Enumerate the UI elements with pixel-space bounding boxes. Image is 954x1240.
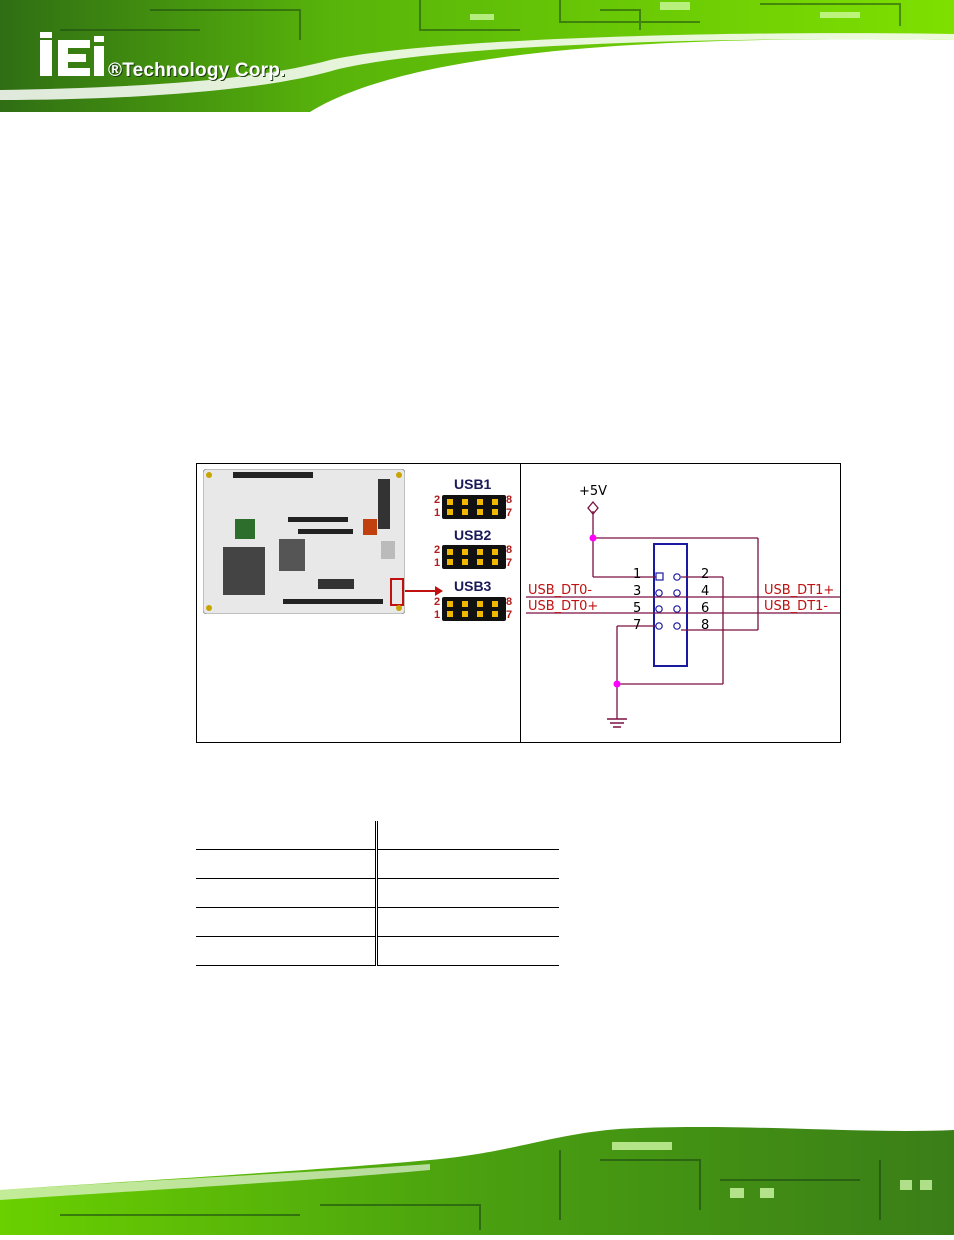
table-cell bbox=[376, 849, 444, 879]
motherboard-illustration bbox=[202, 468, 406, 615]
pin-label: 7 bbox=[506, 557, 513, 569]
signal-label: USB_DT0+ bbox=[528, 599, 598, 614]
table-row bbox=[196, 936, 559, 966]
pin-label: 7 bbox=[506, 609, 513, 621]
usb2-header-pins bbox=[442, 545, 506, 569]
table-cell bbox=[376, 878, 444, 908]
usb3-header-pins bbox=[442, 597, 506, 621]
pin-number: 4 bbox=[701, 584, 709, 599]
pin-number: 2 bbox=[701, 567, 709, 582]
circuit-board-header-graphic bbox=[0, 0, 954, 112]
table-cell bbox=[196, 849, 262, 879]
table-cell bbox=[262, 936, 378, 966]
pin-label: 8 bbox=[506, 596, 513, 608]
table-row bbox=[196, 907, 559, 937]
figure-divider bbox=[520, 464, 521, 742]
table-row bbox=[196, 849, 559, 879]
table-row bbox=[196, 878, 559, 908]
pin-label: 2 bbox=[434, 544, 441, 556]
pin-number: 1 bbox=[633, 567, 641, 582]
page-header-banner: ®Technology Corp. bbox=[0, 0, 954, 112]
signal-label: USB_DT1+ bbox=[764, 583, 834, 598]
location-arrow bbox=[405, 586, 443, 596]
signal-label: USB_DT1- bbox=[764, 599, 828, 614]
pin-label: 7 bbox=[506, 507, 513, 519]
usb1-label: USB1 bbox=[454, 476, 492, 492]
pinout-table bbox=[196, 821, 559, 966]
table-cell bbox=[376, 821, 444, 850]
table-cell bbox=[444, 878, 559, 908]
pin-number: 5 bbox=[633, 601, 641, 616]
table-cell bbox=[262, 907, 378, 937]
circuit-board-footer-graphic bbox=[0, 1127, 954, 1235]
pin-number: 7 bbox=[633, 618, 641, 633]
usb3-label: USB3 bbox=[454, 578, 492, 594]
pin-label: 2 bbox=[434, 596, 441, 608]
usb1-header-pins bbox=[442, 495, 506, 519]
table-cell bbox=[376, 936, 444, 966]
company-name: ®Technology Corp. bbox=[108, 60, 286, 81]
table-cell bbox=[444, 849, 559, 879]
table-cell bbox=[196, 878, 262, 908]
pin-number: 8 bbox=[701, 618, 709, 633]
page-footer-banner bbox=[0, 1120, 954, 1235]
table-cell bbox=[196, 821, 262, 850]
table-cell bbox=[444, 821, 559, 850]
table-cell bbox=[262, 878, 378, 908]
pin-label: 2 bbox=[434, 494, 441, 506]
table-cell bbox=[262, 821, 378, 850]
pin-label: 8 bbox=[506, 494, 513, 506]
pin-label: 8 bbox=[506, 544, 513, 556]
table-cell bbox=[262, 849, 378, 879]
usb-connector-figure: USB1 2 1 8 7 USB2 2 1 8 7 USB3 2 1 8 7 bbox=[196, 463, 841, 743]
pin-label: 1 bbox=[434, 507, 441, 519]
table-cell bbox=[444, 907, 559, 937]
pin-number: 6 bbox=[701, 601, 709, 616]
pin-label: 1 bbox=[434, 557, 441, 569]
usb2-label: USB2 bbox=[454, 527, 492, 543]
table-cell bbox=[196, 907, 262, 937]
table-cell bbox=[376, 907, 444, 937]
table-row bbox=[196, 821, 559, 850]
signal-label: USB_DT0- bbox=[528, 583, 592, 598]
pin-number: 3 bbox=[633, 584, 641, 599]
pin-label: 1 bbox=[434, 609, 441, 621]
iei-logo bbox=[40, 32, 104, 76]
table-cell bbox=[444, 936, 559, 966]
table-cell bbox=[196, 936, 262, 966]
usb-pinout-schematic: +5V 1 2 3 4 5 6 7 8 USB_DT0- USB_DT0+ US… bbox=[521, 464, 840, 742]
power-label: +5V bbox=[579, 484, 607, 499]
